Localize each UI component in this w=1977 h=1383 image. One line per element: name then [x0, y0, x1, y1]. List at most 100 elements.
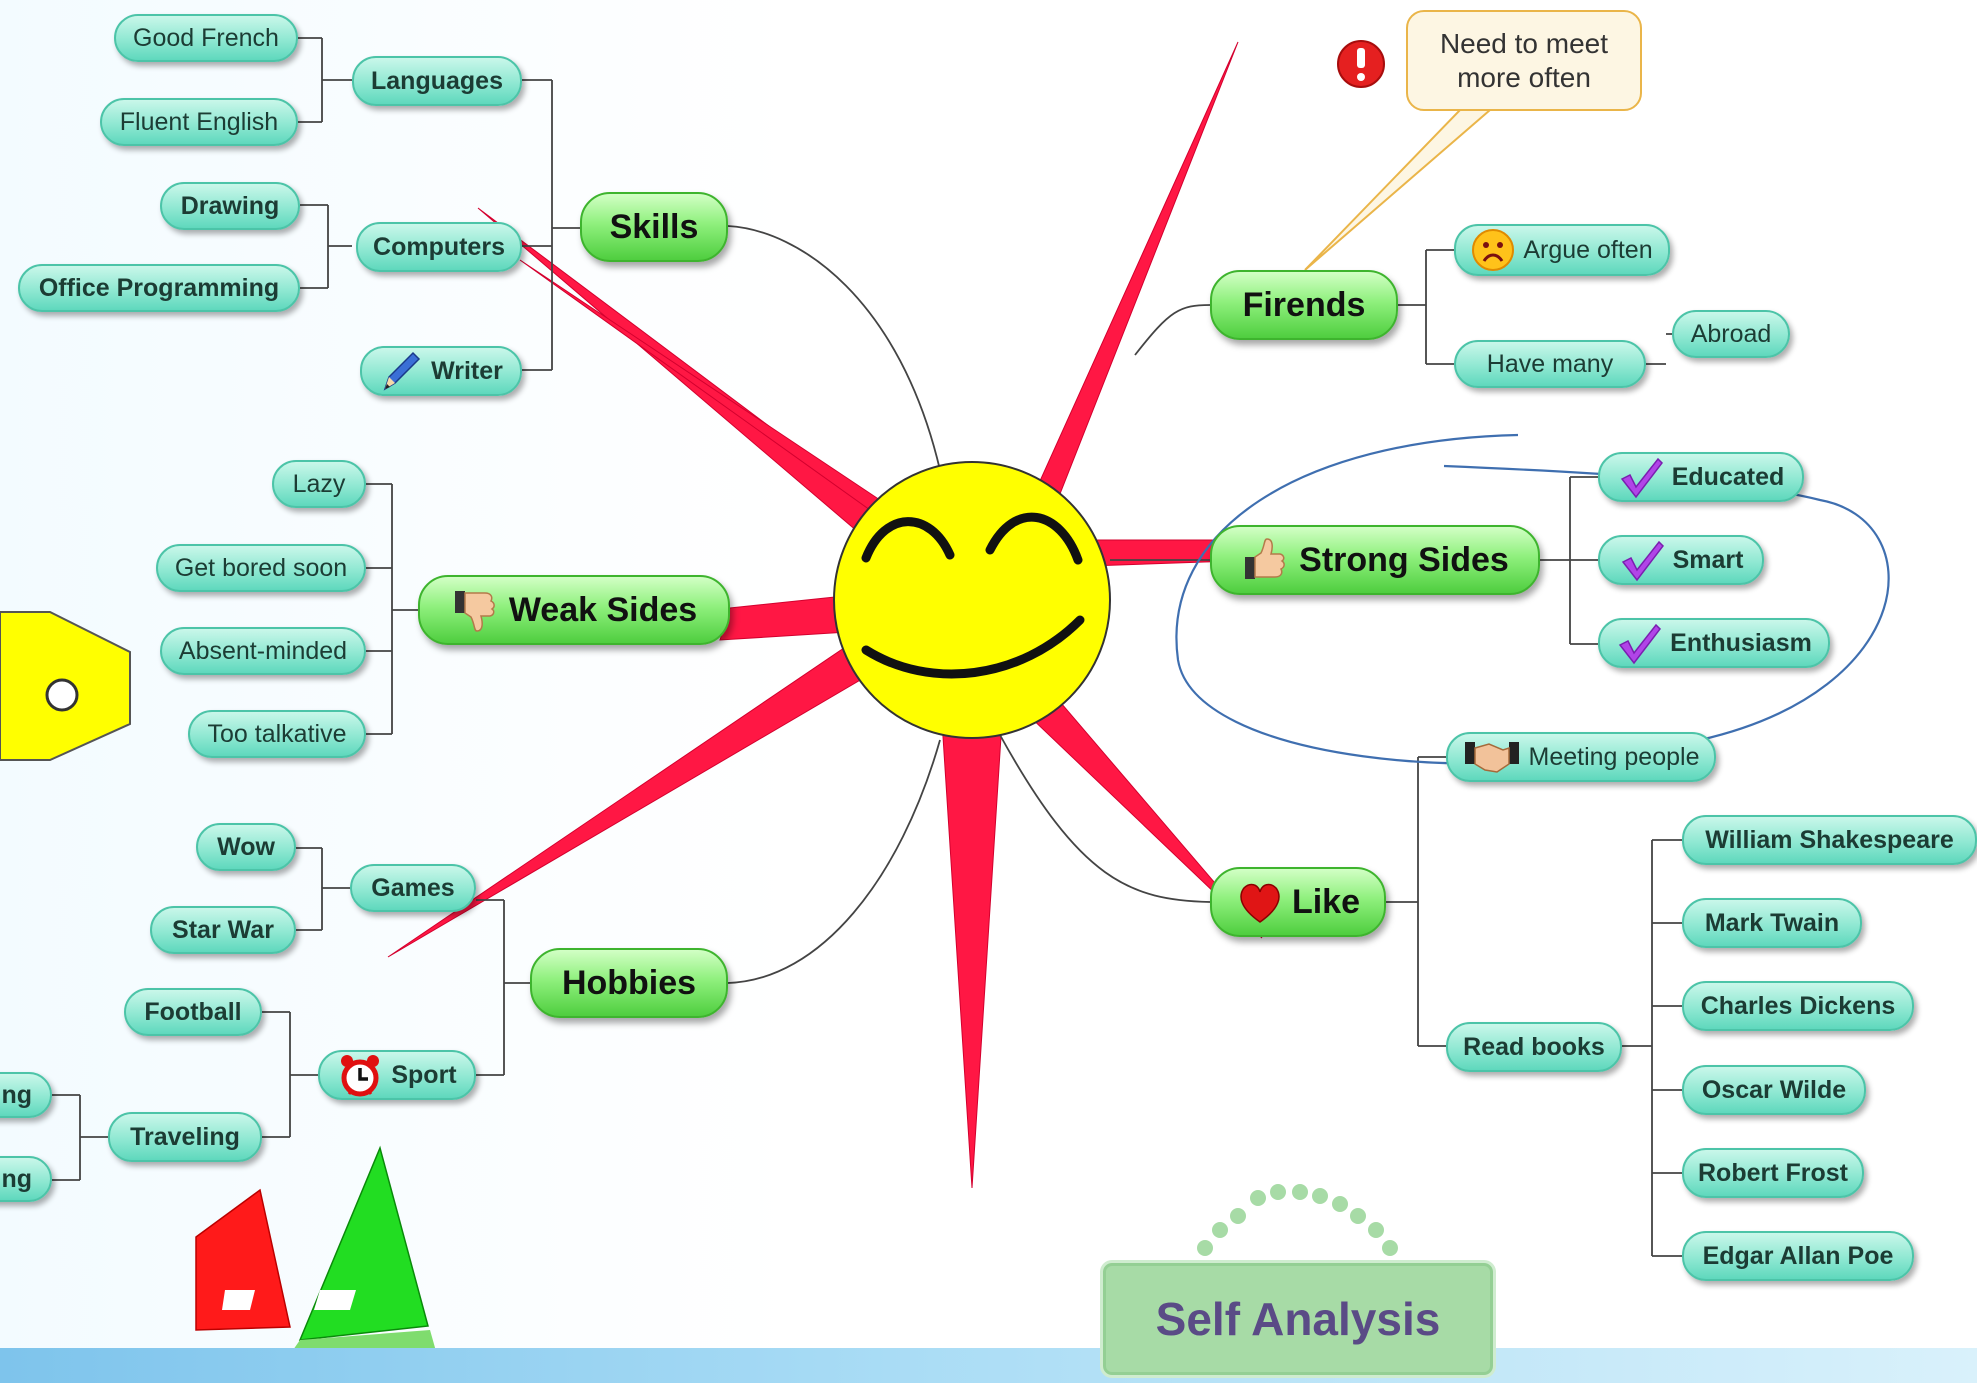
node-label: Games	[371, 873, 455, 902]
node-hobbies[interactable]: Hobbies	[530, 948, 728, 1018]
node-label: Get bored soon	[174, 553, 348, 582]
pencil-icon	[379, 349, 423, 393]
node-author-poe[interactable]: Edgar Allan Poe	[1682, 1231, 1914, 1281]
node-traveling[interactable]: Traveling	[108, 1112, 262, 1162]
node-label: Oscar Wilde	[1701, 1075, 1847, 1104]
node-label: Office Programming	[38, 273, 280, 302]
node-argue-often[interactable]: Argue often	[1454, 224, 1670, 276]
node-label: Lazy	[292, 469, 346, 498]
node-label: Robert Frost	[1698, 1158, 1848, 1187]
node-label: Wow	[217, 832, 275, 861]
thumbs-down-icon	[451, 585, 501, 635]
node-smart[interactable]: Smart	[1598, 535, 1764, 585]
node-label: Have many	[1486, 349, 1614, 378]
map-title-text: Self Analysis	[1155, 1293, 1441, 1345]
node-label: Sport	[391, 1060, 457, 1089]
thumbs-up-icon	[1241, 535, 1291, 585]
node-label: Enthusiasm	[1670, 628, 1812, 657]
node-partial-ing[interactable]: ing	[0, 1072, 52, 1118]
sad-face-icon	[1471, 228, 1515, 272]
node-label: Read books	[1463, 1032, 1605, 1061]
node-fluent-english[interactable]: Fluent English	[100, 98, 298, 146]
node-good-french[interactable]: Good French	[114, 14, 298, 62]
node-lazy[interactable]: Lazy	[272, 460, 366, 508]
heart-icon	[1236, 880, 1284, 924]
node-author-wilde[interactable]: Oscar Wilde	[1682, 1065, 1866, 1115]
node-label: Smart	[1672, 545, 1744, 574]
smiley-face	[833, 461, 1111, 739]
node-author-shakespeare[interactable]: William Shakespeare	[1682, 815, 1977, 865]
node-label: Fluent English	[119, 107, 279, 136]
node-label: Weak Sides	[508, 590, 698, 629]
node-label: Skills	[609, 207, 699, 246]
node-label: Strong Sides	[1299, 540, 1509, 579]
callout-line: more often	[1457, 61, 1591, 93]
node-label: Absent-minded	[178, 636, 348, 665]
checkmark-icon	[1619, 538, 1665, 582]
node-label: Mark Twain	[1704, 908, 1840, 937]
node-have-many[interactable]: Have many	[1454, 340, 1646, 388]
node-label: William Shakespeare	[1705, 825, 1954, 854]
node-label: Computers	[373, 232, 505, 261]
node-partial-ng[interactable]: ng	[0, 1156, 52, 1202]
node-weak-sides[interactable]: Weak Sides	[418, 575, 730, 645]
node-languages[interactable]: Languages	[352, 56, 522, 106]
node-label: Languages	[371, 66, 503, 95]
node-read-books[interactable]: Read books	[1446, 1022, 1622, 1072]
node-label: Firends	[1242, 285, 1366, 324]
checkmark-icon	[1616, 621, 1662, 665]
node-absent-minded[interactable]: Absent-minded	[160, 627, 366, 675]
exclamation-icon	[1337, 40, 1385, 88]
node-label: Charles Dickens	[1700, 991, 1896, 1020]
callout-line: Need to meet	[1439, 27, 1609, 59]
node-label: Football	[144, 997, 242, 1026]
node-computers[interactable]: Computers	[356, 222, 522, 272]
node-too-talkative[interactable]: Too talkative	[188, 710, 366, 758]
node-label: Edgar Allan Poe	[1702, 1241, 1894, 1270]
node-label: Writer	[431, 356, 503, 385]
node-label: Like	[1291, 882, 1361, 921]
node-friends[interactable]: Firends	[1210, 270, 1398, 340]
map-title[interactable]: Self Analysis	[1100, 1260, 1496, 1378]
node-label: Good French	[133, 23, 279, 52]
node-sport[interactable]: Sport	[318, 1050, 476, 1100]
node-author-twain[interactable]: Mark Twain	[1682, 898, 1862, 948]
node-label: Too talkative	[207, 719, 347, 748]
node-wow[interactable]: Wow	[196, 823, 296, 871]
node-label: Educated	[1671, 462, 1785, 491]
node-label: ing	[0, 1080, 32, 1109]
node-label: Meeting people	[1528, 742, 1700, 771]
node-label: Drawing	[180, 191, 280, 220]
node-skills[interactable]: Skills	[580, 192, 728, 262]
bottom-band	[0, 1348, 1977, 1383]
node-get-bored-soon[interactable]: Get bored soon	[156, 544, 366, 592]
node-label: Argue often	[1523, 235, 1653, 264]
node-strong-sides[interactable]: Strong Sides	[1210, 525, 1540, 595]
node-educated[interactable]: Educated	[1598, 452, 1804, 502]
node-like[interactable]: Like	[1210, 867, 1386, 937]
node-label: Abroad	[1690, 319, 1772, 348]
connectors	[52, 37, 1682, 1257]
node-games[interactable]: Games	[350, 864, 476, 912]
node-label: Traveling	[130, 1122, 240, 1151]
node-office-programming[interactable]: Office Programming	[18, 264, 300, 312]
yellow-tag-icon	[0, 611, 131, 761]
node-author-dickens[interactable]: Charles Dickens	[1682, 981, 1914, 1031]
node-meeting-people[interactable]: Meeting people	[1446, 732, 1716, 782]
node-label: ng	[1, 1164, 32, 1193]
node-abroad[interactable]: Abroad	[1672, 310, 1790, 358]
node-drawing[interactable]: Drawing	[160, 182, 300, 230]
callout-note[interactable]: Need to meet more often	[1406, 10, 1642, 111]
node-writer[interactable]: Writer	[360, 346, 522, 396]
node-label: Star War	[172, 915, 274, 944]
star-ray	[939, 689, 1005, 1189]
node-author-frost[interactable]: Robert Frost	[1682, 1148, 1864, 1198]
alarm-clock-icon	[337, 1052, 383, 1098]
checkmark-icon	[1618, 455, 1664, 499]
node-enthusiasm[interactable]: Enthusiasm	[1598, 618, 1830, 668]
node-football[interactable]: Football	[124, 988, 262, 1036]
node-star-war[interactable]: Star War	[150, 906, 296, 954]
handshake-icon	[1463, 736, 1521, 778]
